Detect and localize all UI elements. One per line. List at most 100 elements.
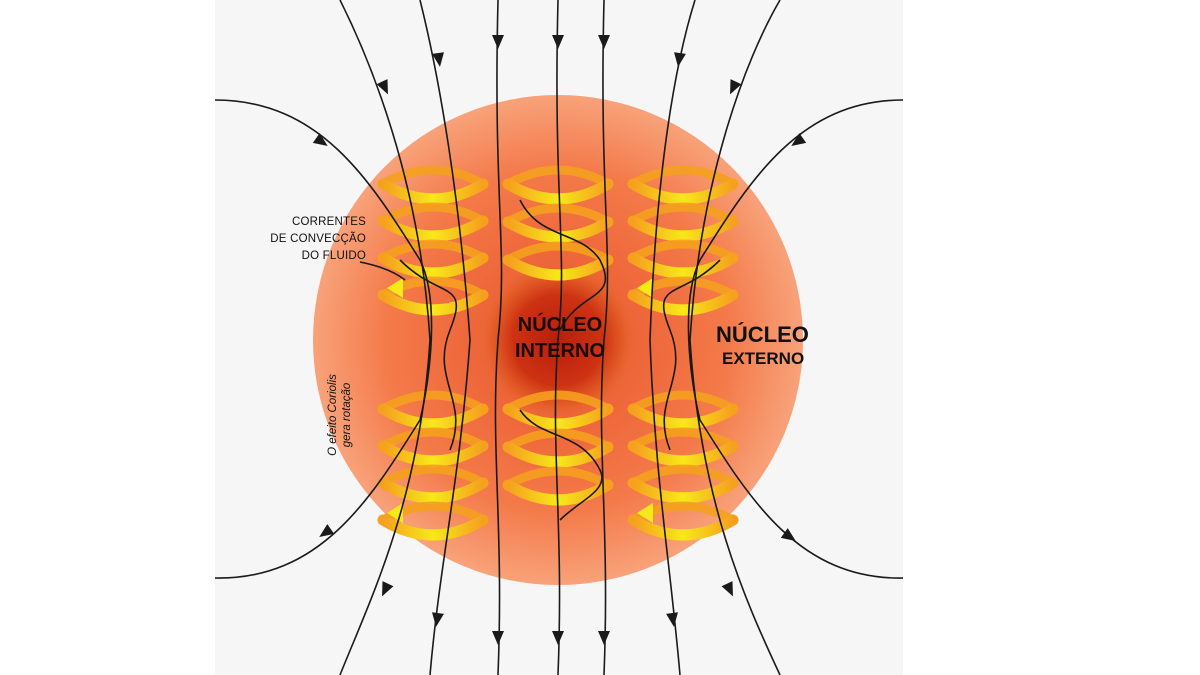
arrowhead-icon (376, 79, 388, 95)
spiral-front (377, 403, 489, 430)
convection-spirals (377, 165, 739, 541)
arrowhead-shape (432, 612, 444, 627)
spiral-front (502, 403, 614, 430)
arrowhead-shape (492, 631, 504, 645)
spiral-front (627, 252, 739, 279)
arrowhead-shape (552, 631, 564, 645)
arrowhead-shape (312, 133, 328, 147)
spiral-front (377, 289, 489, 316)
coriolis-label-line1: O efeito Coriolis (327, 374, 339, 456)
spiral-back (378, 202, 488, 226)
arrowhead-icon (319, 524, 335, 538)
arrowhead-shape (791, 133, 807, 147)
arrowhead-icon (791, 133, 807, 147)
arrowhead-icon (432, 612, 444, 627)
field-line (359, 261, 406, 281)
field-line (399, 259, 458, 451)
spiral-back (378, 390, 488, 414)
spiral-front (502, 441, 614, 468)
inner-core-label-line1: NÚCLEO (517, 314, 603, 336)
field-line (519, 409, 603, 521)
spiral-front (627, 215, 739, 242)
arrowhead-shape (674, 52, 686, 67)
field-line (689, 0, 781, 675)
field-line (494, 0, 503, 675)
spiral-arrow-icon (637, 503, 653, 523)
arrowhead-shape (780, 528, 796, 542)
coriolis-label-line2: gera rotação (341, 382, 353, 448)
spiral-front (377, 440, 489, 467)
arrowhead-icon (382, 581, 394, 597)
field-line (339, 0, 431, 675)
spiral-back (628, 165, 738, 189)
spiral-back (378, 427, 488, 451)
spiral-back (503, 203, 613, 227)
outer-core-label-line1: NÚCLEO (716, 322, 809, 347)
arrowhead-icon (598, 35, 610, 49)
spiral-back (628, 427, 738, 451)
spiral-back (378, 165, 488, 189)
spiral-front (627, 178, 739, 205)
spiral-front (377, 514, 489, 541)
spiral-front (377, 215, 489, 242)
field-line (214, 99, 433, 579)
spiral-front (502, 178, 614, 205)
arrowhead-shape (552, 35, 564, 49)
spiral-back (503, 428, 613, 452)
field-line (662, 259, 721, 451)
arrowhead-shape (376, 79, 388, 95)
convection-label-line2: DE CONVECÇÃO (270, 233, 366, 245)
spiral-back (503, 241, 613, 265)
spiral-back (503, 466, 613, 490)
arrowhead-shape (666, 612, 678, 627)
coriolis-label: O efeito Coriolis gera rotação (326, 360, 356, 470)
arrowhead-icon (552, 631, 564, 645)
spiral-front (377, 477, 489, 504)
spiral-back (503, 390, 613, 414)
arrowhead-shape (382, 581, 394, 597)
arrowhead-icon (666, 612, 678, 627)
spiral-arrow-icon (637, 278, 653, 298)
arrowhead-shape (492, 35, 504, 49)
spiral-back (378, 464, 488, 488)
spiral-back (628, 202, 738, 226)
spiral-back (628, 239, 738, 263)
field-arrowheads (312, 35, 807, 645)
spiral-front (377, 178, 489, 205)
field-line (554, 0, 563, 675)
arrowhead-icon (674, 52, 686, 67)
arrowhead-icon (492, 35, 504, 49)
arrowhead-shape (721, 581, 733, 597)
arrowhead-icon (552, 35, 564, 49)
inner-core-label-line2: INTERNO (515, 340, 605, 362)
field-line (649, 0, 696, 675)
field-line (600, 0, 609, 675)
spiral-front (627, 477, 739, 504)
arrowhead-icon (721, 581, 733, 597)
spiral-back (378, 239, 488, 263)
field-line (419, 0, 471, 675)
arrowhead-shape (319, 524, 335, 538)
arrowhead-icon (780, 528, 796, 542)
spiral-front (377, 252, 489, 279)
arrowhead-icon (432, 52, 444, 67)
spiral-front (627, 289, 739, 316)
spiral-back (628, 464, 738, 488)
inner-core-label: NÚCLEO INTERNO (500, 312, 620, 364)
convection-label: CORRENTES DE CONVECÇÃO DO FLUIDO (238, 214, 366, 265)
spiral-arrow-icon (387, 278, 403, 298)
spiral-front (627, 440, 739, 467)
outer-core-label-line2: EXTERNO (722, 349, 805, 368)
arrowhead-shape (730, 79, 742, 95)
arrowhead-icon (598, 631, 610, 645)
spiral-front (502, 254, 614, 281)
arrowhead-shape (432, 52, 444, 67)
arrowhead-icon (492, 631, 504, 645)
spiral-front (627, 514, 739, 541)
convection-label-line1: CORRENTES (291, 216, 366, 228)
spiral-front (627, 403, 739, 430)
convection-label-line3: DO FLUIDO (301, 250, 366, 262)
spiral-front (502, 216, 614, 243)
